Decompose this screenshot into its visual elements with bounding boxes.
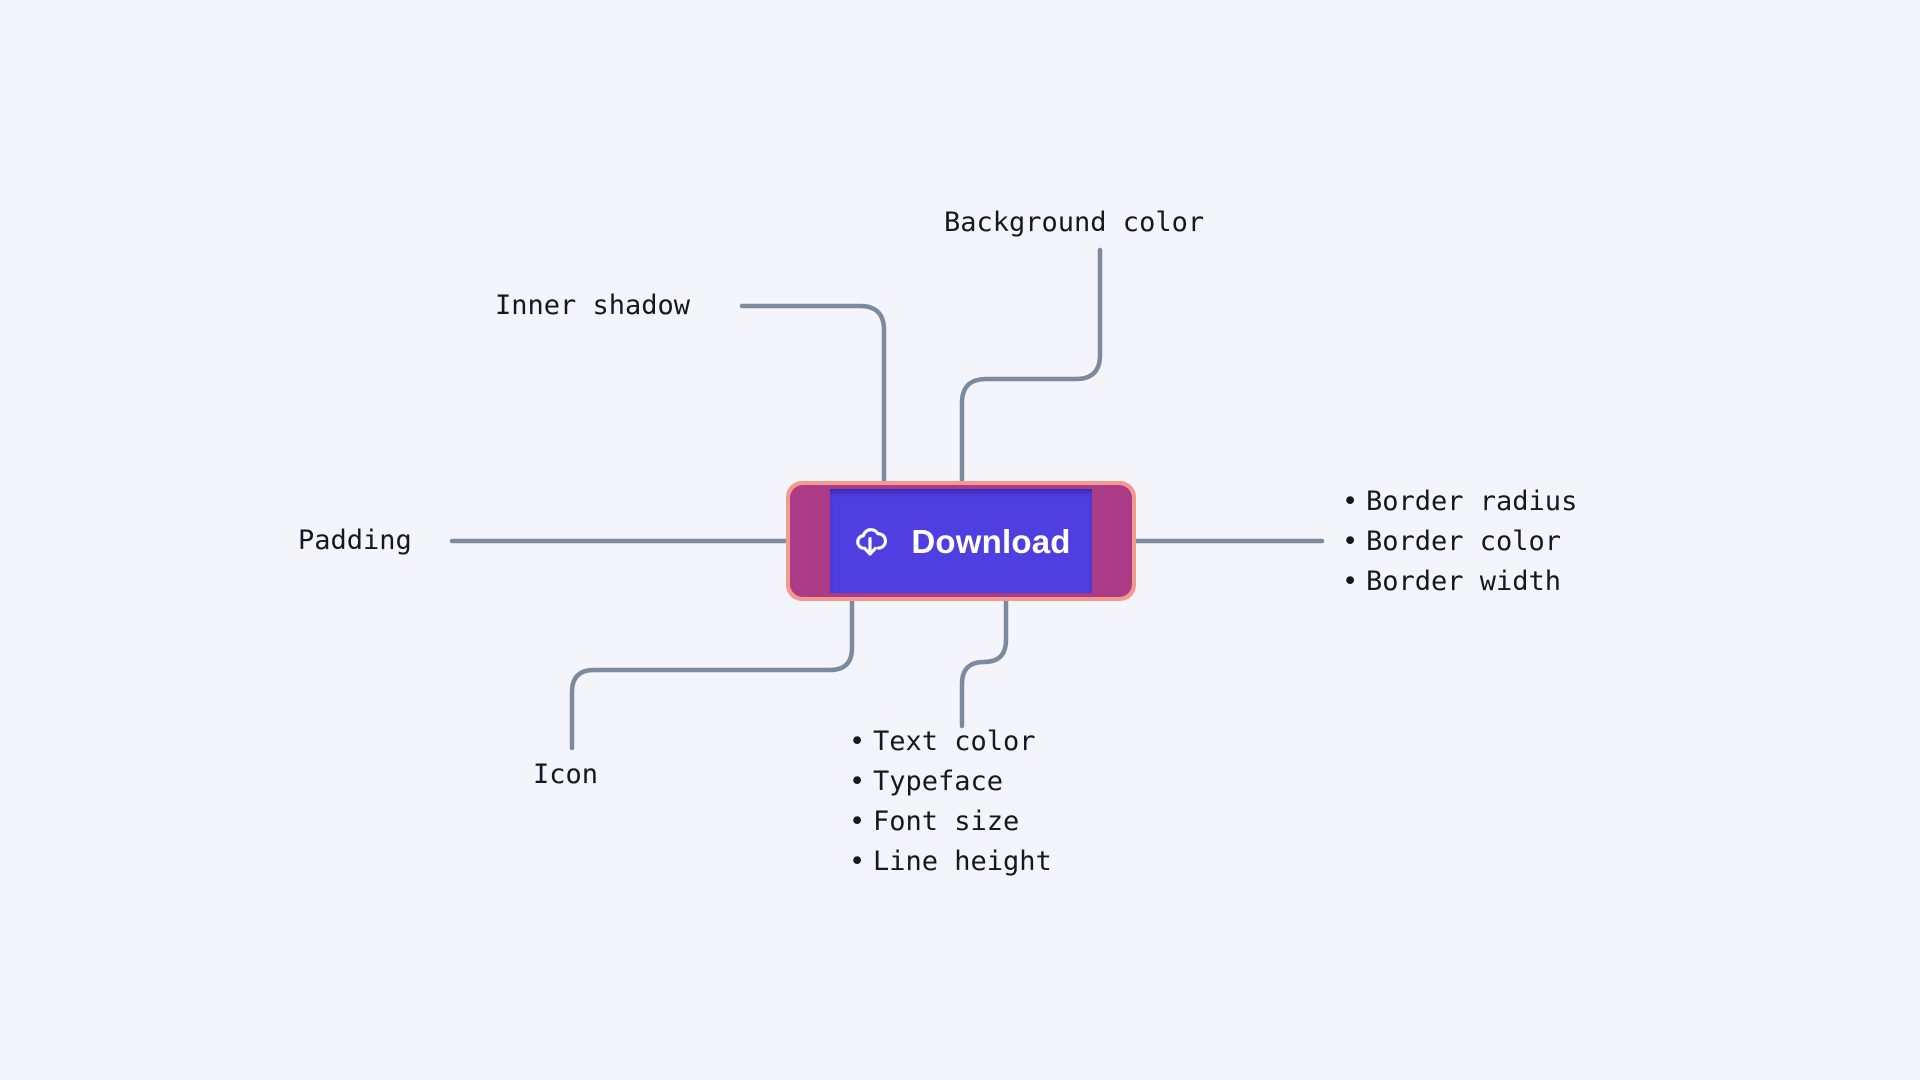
list-item: Border width <box>1338 562 1577 602</box>
connector-inner-shadow <box>739 303 887 490</box>
connector-icon <box>569 593 855 751</box>
text-property-list: Text color Typeface Font size Line heigh… <box>845 722 1052 882</box>
connector-text-group <box>959 593 1009 729</box>
button-content-box: Download <box>830 489 1092 593</box>
annotation-padding: Padding <box>298 525 412 556</box>
list-item: Line height <box>845 842 1052 882</box>
list-item: Border radius <box>1338 482 1577 522</box>
border-property-list: Border radius Border color Border width <box>1338 482 1577 602</box>
connector-background-color <box>959 247 1103 490</box>
annotation-inner-shadow: Inner shadow <box>495 290 691 321</box>
list-item: Text color <box>845 722 1052 762</box>
annotation-background-color: Background color <box>944 207 1205 238</box>
button-border-overlay: Download <box>786 481 1136 601</box>
list-item: Border color <box>1338 522 1577 562</box>
annotation-icon: Icon <box>533 759 599 790</box>
download-button[interactable]: Download <box>786 481 1136 601</box>
annotation-text-group: Text color Typeface Font size Line heigh… <box>845 722 1052 882</box>
button-label: Download <box>911 522 1071 560</box>
annotation-border-group: Border radius Border color Border width <box>1338 482 1577 602</box>
button-padding-overlay: Download <box>790 485 1132 597</box>
list-item: Font size <box>845 802 1052 842</box>
cloud-download-icon <box>851 522 889 560</box>
list-item: Typeface <box>845 762 1052 802</box>
